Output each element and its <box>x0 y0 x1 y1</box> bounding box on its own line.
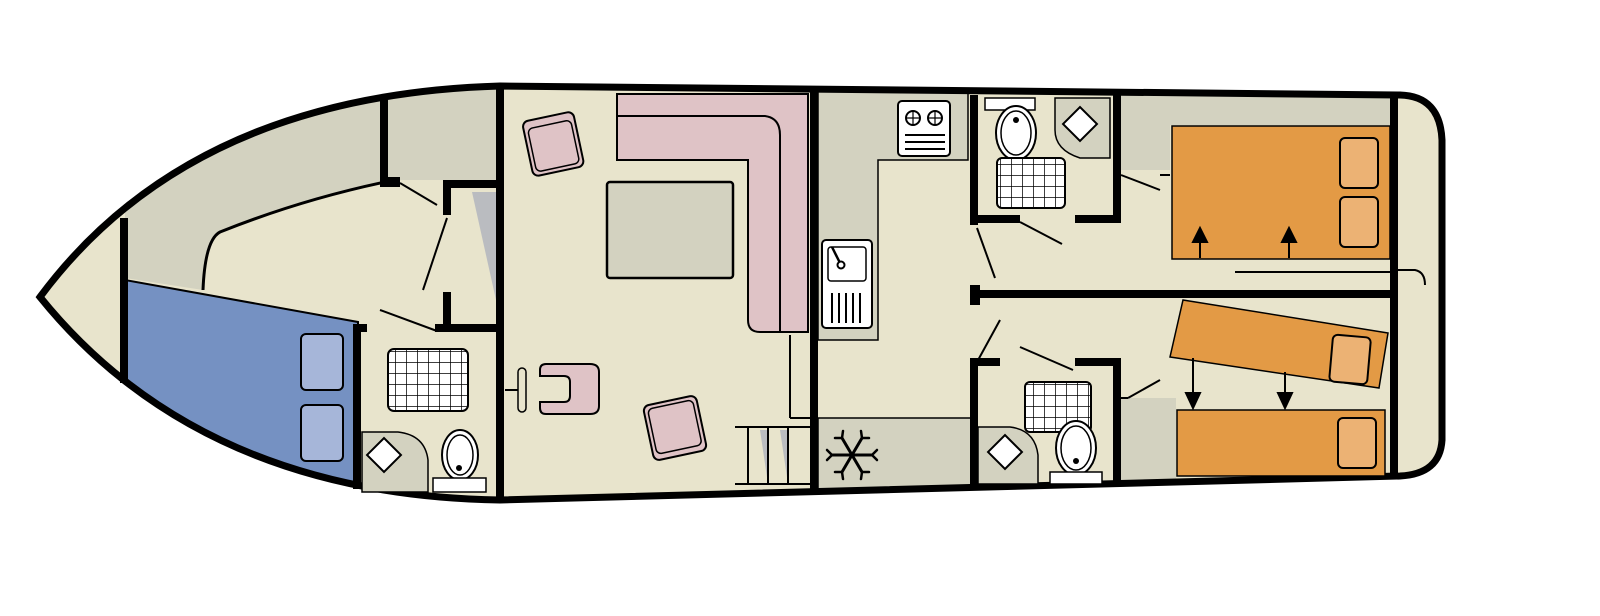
fridge-snowflake-icon <box>825 429 879 481</box>
washbasin-icon <box>986 433 1024 471</box>
helm-seat <box>539 363 600 415</box>
forward-locker <box>385 88 500 180</box>
toilet-icon <box>432 429 487 493</box>
hull-outline <box>35 82 1446 504</box>
pillow <box>1339 196 1379 248</box>
shower-tray-icon <box>387 348 469 412</box>
pillow <box>300 333 344 391</box>
stove-icon <box>897 100 951 157</box>
companion-shade <box>472 192 500 318</box>
pillow <box>1328 333 1372 386</box>
arrow-icon <box>1191 225 1298 258</box>
forward-storage <box>40 86 500 290</box>
toilet-icon <box>1049 420 1103 485</box>
doors <box>379 174 1426 419</box>
pillow <box>1339 137 1379 189</box>
washbasin-icon <box>365 436 403 474</box>
pillow <box>300 404 344 462</box>
sink-icon <box>821 239 873 329</box>
aft-locker-top <box>1118 95 1170 170</box>
settee-backrest <box>617 115 781 332</box>
pillow <box>1337 417 1377 469</box>
steps <box>735 426 810 485</box>
walls <box>120 86 1398 498</box>
washbasin-icon <box>1061 105 1099 143</box>
helm-icon <box>505 363 600 415</box>
aft-locker-bottom <box>1118 398 1176 488</box>
berth-edge <box>201 180 386 291</box>
shower-tray-icon <box>1024 381 1092 433</box>
arrow-icon <box>1184 358 1294 411</box>
l-shaped-settee <box>616 93 809 333</box>
shower-tray-icon <box>996 157 1066 209</box>
armchair <box>642 395 708 461</box>
armchair <box>522 111 585 177</box>
salon-table <box>605 180 735 280</box>
